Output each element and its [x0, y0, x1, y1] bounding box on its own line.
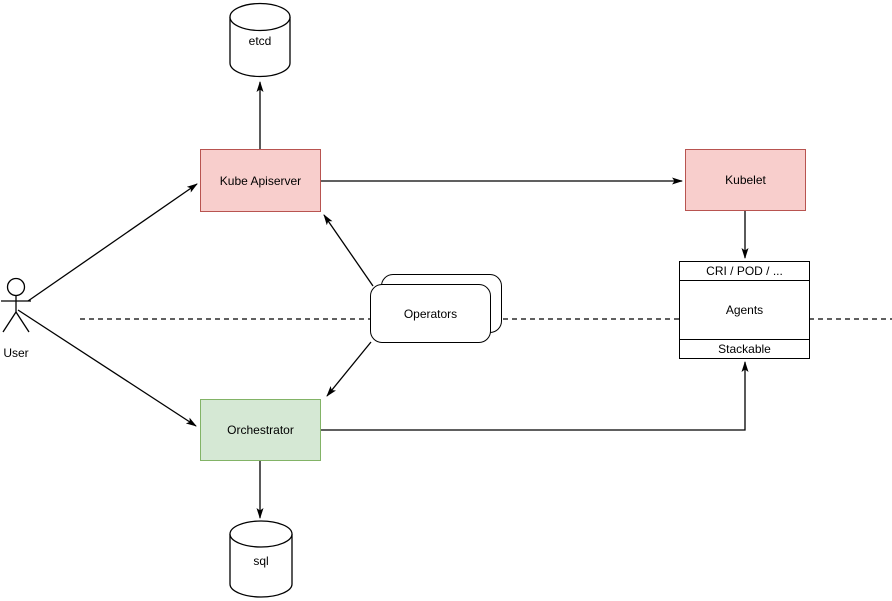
agents-body-label: Agents [725, 303, 764, 317]
orchestrator-label: Orchestrator [227, 423, 294, 437]
edge-operators-to-orchestrator [326, 341, 372, 397]
agents-header-label: CRI / POD / ... [706, 264, 783, 278]
node-operators: Operators [370, 284, 491, 343]
agents-footer-label: Stackable [718, 342, 771, 356]
edge-user-to-orchestrator [17, 309, 197, 427]
etcd-label: etcd [248, 34, 272, 48]
edge-operators-to-kube-apiserver [323, 214, 374, 287]
edge-user-to-kube-apiserver [27, 183, 198, 302]
kubelet-label: Kubelet [725, 173, 766, 187]
node-agents: CRI / POD / ... Agents Stackable [679, 261, 810, 359]
user-actor-icon [1, 277, 31, 333]
agents-body-section: Agents [680, 281, 809, 339]
user-label: User [3, 346, 29, 360]
node-kubelet: Kubelet [685, 149, 806, 211]
agents-footer-section: Stackable [680, 339, 809, 358]
agents-header-section: CRI / POD / ... [680, 262, 809, 281]
sql-label: sql [253, 554, 269, 568]
edge-orchestrator-to-stackable [321, 361, 749, 431]
operators-label: Operators [403, 306, 458, 321]
etcd-database-cylinder-icon [229, 2, 291, 78]
node-kube-apiserver: Kube Apiserver [200, 149, 321, 212]
sql-database-cylinder-icon [229, 520, 293, 598]
kube-apiserver-label: Kube Apiserver [219, 173, 302, 188]
node-orchestrator: Orchestrator [200, 399, 321, 461]
